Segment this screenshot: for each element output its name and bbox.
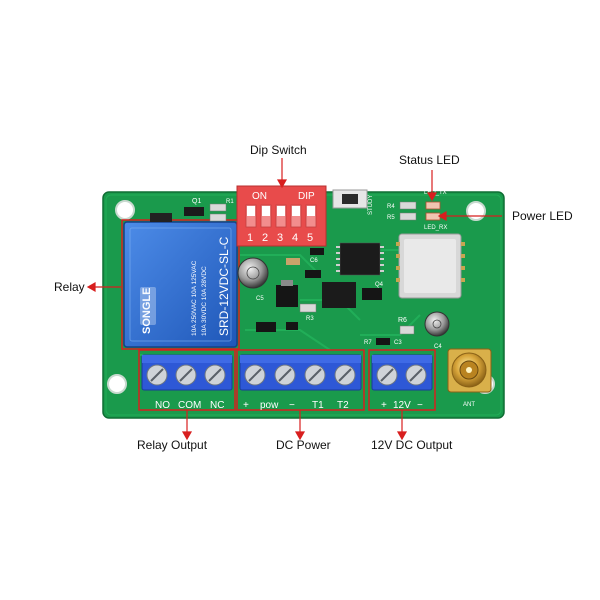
ref-r6: R6	[398, 317, 407, 324]
study-button: STUDY	[332, 189, 374, 215]
relay: SONGLE 10A 250VAC 10A 125VAC 10A 30VDC 1…	[123, 221, 238, 348]
dip-number-1: 1	[247, 232, 253, 244]
dip-number-2: 2	[262, 232, 268, 244]
ref-c6: C6	[310, 258, 318, 264]
secondary-ic: Q4	[322, 282, 384, 308]
voltage-regulator	[276, 280, 298, 307]
dip-number-3: 3	[277, 232, 283, 244]
output-terminal-plus: +	[381, 400, 387, 411]
power-terminal-pow: pow	[260, 400, 279, 411]
relay-rating-2: 10A 30VDC 10A 28VDC	[201, 266, 208, 336]
output-terminal-12v: 12V	[393, 400, 411, 411]
study-label: STUDY	[368, 195, 374, 215]
callout-dip-switch: Dip Switch	[250, 143, 307, 157]
relay-terminal-com: COM	[178, 400, 201, 411]
ref-r4: R4	[387, 204, 395, 210]
ant-label: ANT	[463, 402, 475, 408]
relay-model: SRD-12VDC-SL-C	[217, 236, 231, 336]
power-terminal-minus: −	[289, 400, 295, 411]
smd-components-left: Q1 R1	[150, 198, 234, 222]
dc-power-terminal	[239, 354, 362, 391]
capacitor-c4: C4 R6 R7 C3	[364, 311, 450, 350]
antenna-connector: ANT	[447, 348, 492, 408]
relay-terminal-no: NO	[155, 400, 170, 411]
dc-output-terminal	[371, 354, 433, 391]
dip-switch: ON DIP 1 2 3 4 5	[236, 185, 327, 247]
ref-q1: Q1	[192, 198, 201, 205]
relay-highlight-box	[121, 219, 240, 350]
ref-c4: C4	[434, 344, 442, 350]
dip-on-label: ON	[252, 191, 267, 202]
ref-r3: R3	[306, 316, 314, 322]
output-terminal-minus: −	[417, 400, 423, 411]
smd-components-middle: C6 R3	[256, 248, 324, 332]
relay-terminal-nc: NC	[210, 400, 224, 411]
ref-c3: C3	[394, 340, 402, 346]
ref-q4: Q4	[375, 282, 384, 288]
callout-dc-output: 12V DC Output	[371, 438, 453, 452]
dip-label: DIP	[298, 191, 315, 202]
dip-number-5: 5	[307, 232, 313, 244]
ref-c5: C5	[256, 296, 264, 302]
callout-power-led: Power LED	[512, 209, 573, 223]
callout-lines	[86, 158, 502, 441]
led-rx-label: LED_RX	[424, 225, 447, 231]
relay-brand: SONGLE	[141, 288, 153, 334]
callout-relay: Relay	[54, 280, 85, 294]
callout-relay-output: Relay Output	[137, 438, 208, 452]
dip-number-4: 4	[292, 232, 298, 244]
relay-rating-1: 10A 250VAC 10A 125VAC	[191, 260, 198, 336]
main-ic	[336, 242, 384, 276]
relay-output-terminal	[141, 354, 233, 391]
rf-module	[396, 233, 465, 299]
power-terminal-t2: T2	[337, 400, 349, 411]
ref-r7: R7	[364, 340, 372, 346]
callout-status-led: Status LED	[399, 153, 460, 167]
capacitor-c5: C5	[237, 257, 269, 302]
power-terminal-t1: T1	[312, 400, 324, 411]
ref-r1: R1	[226, 199, 234, 205]
power-terminal-plus: +	[243, 400, 249, 411]
dip-levers	[245, 204, 317, 228]
ref-r5: R5	[387, 215, 395, 221]
callout-dc-power: DC Power	[276, 438, 331, 452]
